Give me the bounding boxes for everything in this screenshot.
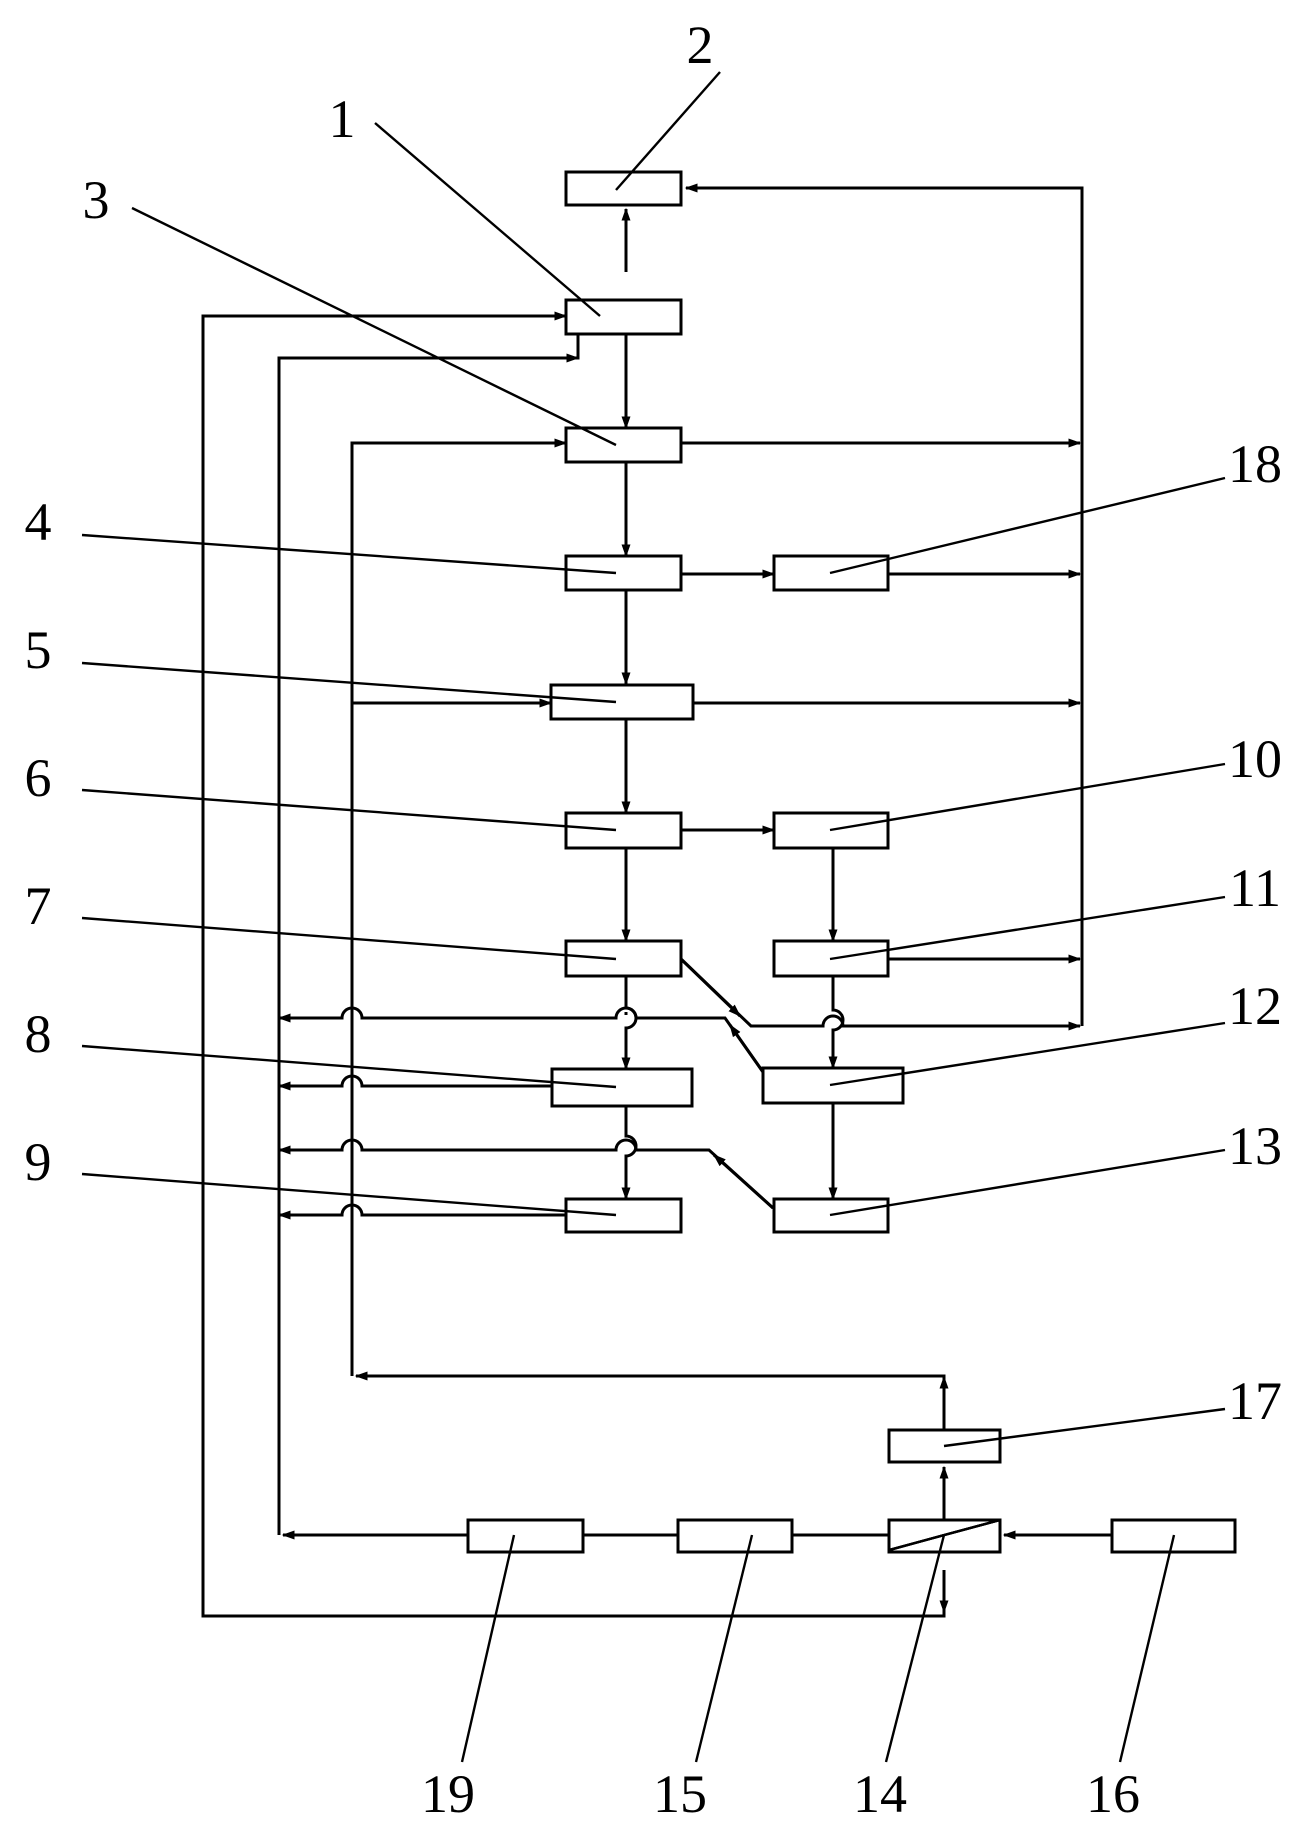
flow-lines — [201, 183, 1112, 1618]
box-7 — [564, 939, 683, 978]
box-5 — [549, 683, 695, 721]
label-19: 19 — [421, 1764, 475, 1824]
number-labels: 2 1 3 4 18 5 10 6 11 7 12 8 13 9 17 19 1… — [25, 15, 1283, 1824]
label-5: 5 — [25, 620, 52, 680]
label-17: 17 — [1228, 1371, 1282, 1431]
label-15: 15 — [653, 1764, 707, 1824]
box-1 — [564, 298, 683, 336]
label-9: 9 — [25, 1132, 52, 1192]
box-4 — [564, 554, 683, 592]
box-6 — [564, 811, 683, 850]
box-9 — [564, 1197, 683, 1234]
label-10: 10 — [1228, 729, 1282, 789]
process-boxes — [466, 170, 1237, 1554]
box-8 — [550, 1067, 694, 1108]
label-12: 12 — [1228, 976, 1282, 1036]
label-4: 4 — [25, 492, 52, 552]
box-15 — [676, 1518, 794, 1554]
label-14: 14 — [853, 1764, 907, 1824]
label-2: 2 — [687, 15, 714, 75]
label-7: 7 — [25, 876, 52, 936]
label-8: 8 — [25, 1004, 52, 1064]
label-16: 16 — [1086, 1764, 1140, 1824]
label-6: 6 — [25, 748, 52, 808]
box-3 — [564, 426, 683, 464]
label-3: 3 — [83, 170, 110, 230]
label-11: 11 — [1229, 858, 1281, 918]
leader-lines — [81, 71, 1226, 1763]
box-11 — [772, 939, 890, 978]
label-18: 18 — [1228, 434, 1282, 494]
box-2 — [564, 170, 683, 207]
label-1: 1 — [329, 89, 356, 149]
label-13: 13 — [1228, 1116, 1282, 1176]
box-19 — [466, 1518, 585, 1554]
